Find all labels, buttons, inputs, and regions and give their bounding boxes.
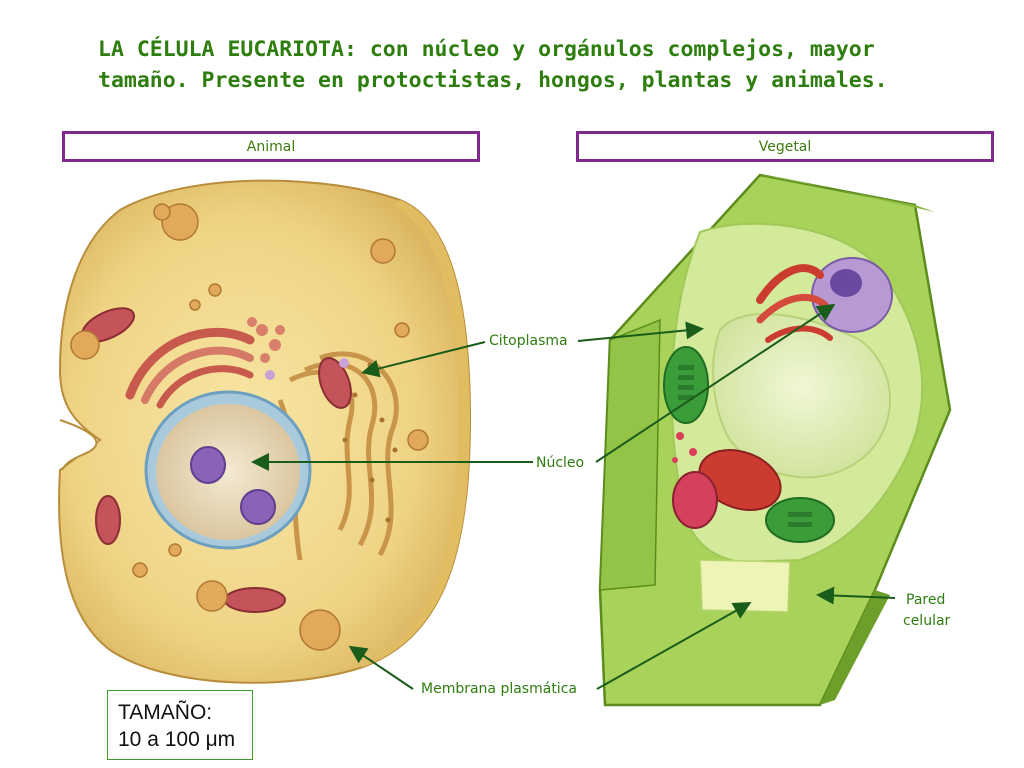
label-membrana-plasmatica: Membrana plasmática [421, 681, 577, 697]
arrow-membrana-animal [348, 645, 414, 690]
animal-nucleus [156, 404, 300, 540]
plant-golgi [756, 264, 833, 343]
animal-cell-notch [59, 419, 98, 471]
plant-cell-illustration [598, 173, 952, 707]
plant-chloroplasts [663, 346, 835, 543]
plant-nucleolus [830, 269, 862, 297]
size-box: TAMAÑO: 10 a 100 μm [107, 690, 253, 760]
animal-cell-illustration [58, 179, 472, 684]
label-pared-line-1: Pared [906, 592, 946, 608]
label-arrows [251, 303, 896, 690]
label-nucleo: Núcleo [536, 455, 585, 471]
animal-mitochondria [81, 307, 352, 613]
size-value: 10 a 100 μm [118, 728, 236, 751]
arrow-pared-celular [816, 586, 896, 605]
golgi-apparatus [125, 327, 255, 409]
arrow-nucleo-vegetal [595, 303, 836, 463]
label-citoplasma: Citoplasma [489, 333, 568, 349]
arrow-membrana-vegetal [596, 602, 752, 690]
plant-cell-base-opening [699, 559, 791, 613]
animal-vesicles [70, 203, 429, 651]
arrow-citoplasma-vegetal [577, 321, 704, 342]
plant-mitochondria [672, 449, 782, 529]
title-line-1: LA CÉLULA EUCARIOTA: con núcleo y orgánu… [98, 37, 875, 62]
animal-nucleolus-1 [190, 446, 226, 484]
label-pared-line-2: celular [903, 613, 951, 629]
page-title: LA CÉLULA EUCARIOTA: con núcleo y orgánu… [98, 34, 978, 96]
vegetal-header: Vegetal [576, 131, 994, 162]
animal-header: Animal [62, 131, 480, 162]
vegetal-header-label: Vegetal [758, 138, 812, 155]
animal-header-label: Animal [246, 138, 296, 155]
arrow-citoplasma-animal [361, 341, 486, 378]
animal-nucleolus-2 [240, 489, 276, 525]
title-line-2: tamaño. Presente en protoctistas, hongos… [98, 68, 888, 93]
size-label: TAMAÑO: [118, 701, 213, 724]
